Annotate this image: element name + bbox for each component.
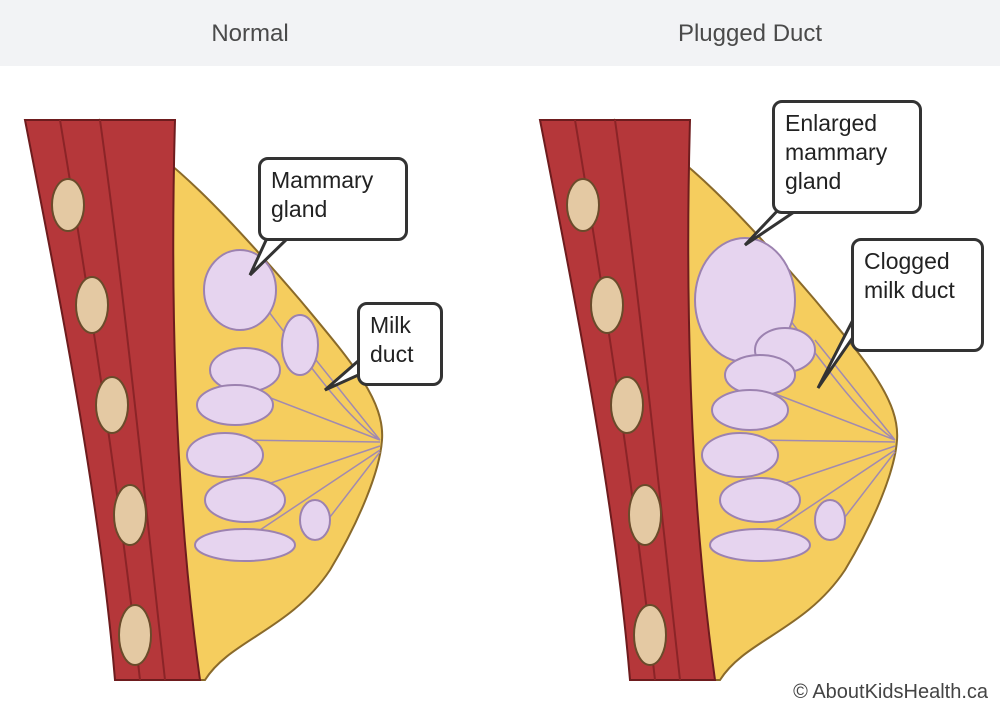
panel-title-normal: Normal <box>211 20 289 47</box>
copyright: © AboutKidsHealth.ca <box>793 681 988 703</box>
pointer-milk-duct <box>324 353 366 392</box>
pointer-mammary <box>248 234 292 277</box>
pointer-clogged <box>816 309 860 389</box>
header-band <box>0 0 1000 66</box>
panel-title-plugged: Plugged Duct <box>677 20 823 47</box>
pointer-enlarged <box>743 206 801 247</box>
callout-mammary-gland: Mammary gland <box>258 157 408 241</box>
callout-milk-duct: Milk duct <box>357 302 443 386</box>
callout-clogged-duct: Clogged milk duct <box>851 238 984 352</box>
callout-enlarged-gland: Enlarged mammary gland <box>772 100 922 214</box>
